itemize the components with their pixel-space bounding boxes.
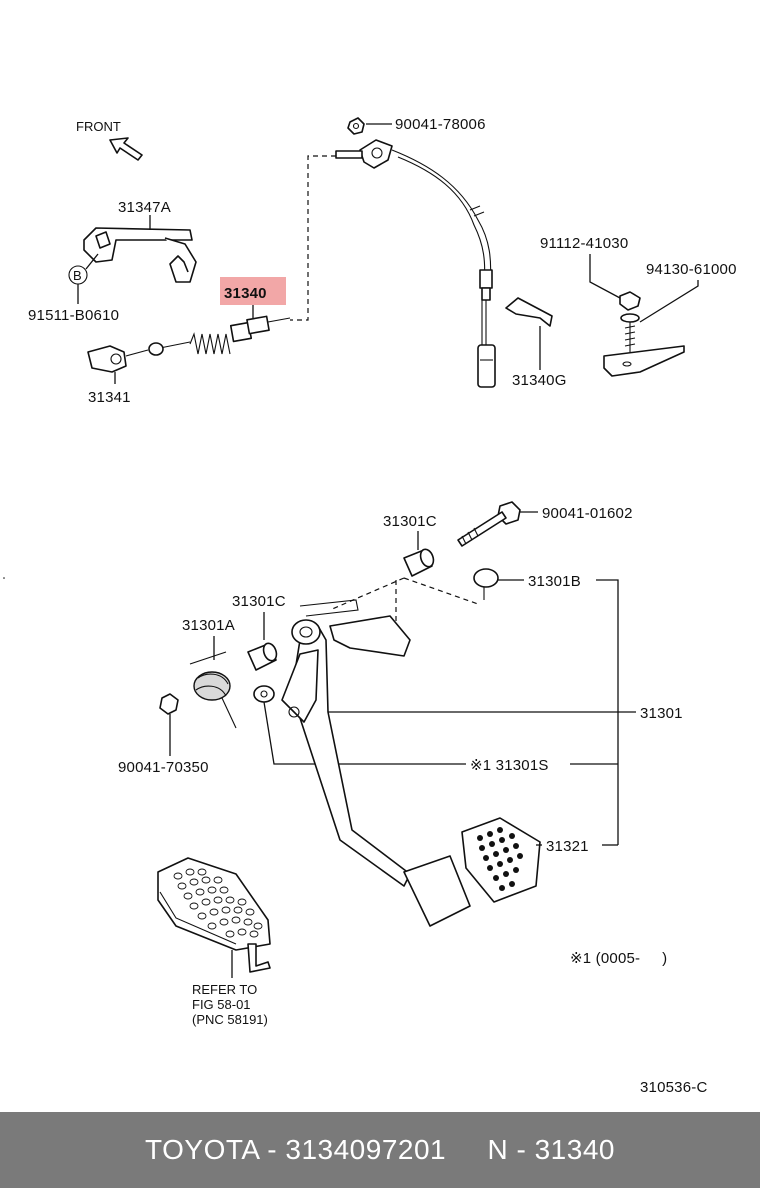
part-31341[interactable]: 31341 bbox=[88, 389, 131, 406]
clutch-cable bbox=[335, 139, 496, 388]
part-31347a[interactable]: 31347A bbox=[118, 199, 171, 216]
bushing-31301c-top bbox=[403, 548, 435, 577]
part-91112-41030[interactable]: 91112-41030 bbox=[540, 235, 628, 252]
pedal-pad-31321 bbox=[461, 817, 541, 903]
ref-b-label: B bbox=[73, 268, 82, 283]
pedal-arm-31301 bbox=[281, 599, 471, 927]
part-90041-70350[interactable]: 90041-70350 bbox=[118, 759, 209, 776]
front-label: FRONT bbox=[76, 119, 121, 134]
part-90041-01602[interactable]: 90041-01602 bbox=[542, 505, 633, 522]
figure-code: 310536-C bbox=[640, 1079, 707, 1096]
refer-line-1: REFER TO bbox=[192, 982, 257, 997]
clip-31340g bbox=[505, 297, 553, 327]
spring-31301a bbox=[189, 651, 237, 729]
part-91511-b0610[interactable]: 91511-B0610 bbox=[28, 307, 119, 324]
bolt-icon bbox=[619, 291, 641, 352]
stray-dot bbox=[3, 577, 5, 579]
bolt-90041-01602 bbox=[457, 501, 521, 547]
refer-line-2: FIG 58-01 bbox=[192, 997, 251, 1012]
part-31340[interactable]: 31340 bbox=[224, 285, 267, 302]
part-31301c-top[interactable]: 31301C bbox=[383, 513, 437, 530]
refer-line-3: (PNC 58191) bbox=[192, 1012, 268, 1027]
footer-text: TOYOTA - 3134097201 N - 31340 bbox=[145, 1134, 615, 1165]
bracket-31347a bbox=[83, 227, 197, 283]
nut-icon bbox=[347, 117, 365, 135]
highlight-box-31340 bbox=[220, 277, 286, 305]
part-31301s[interactable]: ※1 31301S bbox=[470, 757, 549, 774]
parts-diagram: FRONT 90041-78006 31347A B 91511-B0610 bbox=[3, 116, 737, 1096]
spring-assembly-31340 bbox=[148, 315, 291, 356]
part-31340g[interactable]: 31340G bbox=[512, 372, 567, 389]
part-info-footer: TOYOTA - 3134097201 N - 31340 bbox=[0, 1112, 760, 1188]
stopper-31301s bbox=[253, 685, 275, 703]
part-90041-78006[interactable]: 90041-78006 bbox=[395, 116, 486, 133]
part-94130-61000[interactable]: 94130-61000 bbox=[646, 261, 737, 278]
clevis-31341 bbox=[87, 345, 149, 373]
part-31321[interactable]: 31321 bbox=[546, 838, 589, 855]
part-31301[interactable]: 31301 bbox=[640, 705, 683, 722]
part-31301a[interactable]: 31301A bbox=[182, 617, 235, 634]
bushing-31301c-left bbox=[247, 642, 278, 671]
brake-pedal-pad bbox=[157, 857, 271, 973]
part-31301c-left[interactable]: 31301C bbox=[232, 593, 286, 610]
mounting-plate bbox=[603, 345, 685, 377]
note-marker: ※1 (0005- ) bbox=[570, 950, 667, 967]
cushion-31301b bbox=[473, 568, 499, 600]
part-31301b[interactable]: 31301B bbox=[528, 573, 581, 590]
nut-90041-70350 bbox=[159, 693, 179, 715]
front-arrow-icon bbox=[109, 137, 143, 161]
